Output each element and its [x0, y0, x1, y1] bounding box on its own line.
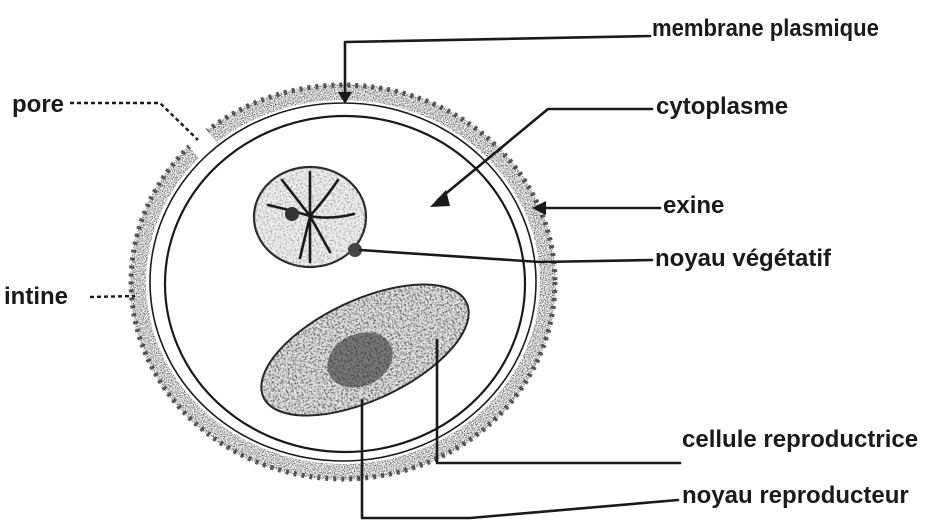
leader-lines	[70, 36, 680, 518]
label-cytoplasme: cytoplasme	[656, 93, 788, 120]
label-pore: pore	[12, 91, 64, 118]
label-cellule-reproductrice: cellule reproductrice	[682, 426, 918, 453]
reproductive-cell	[242, 257, 487, 442]
label-noyau-reproducteur: noyau reproducteur	[682, 482, 909, 509]
label-intine: intine	[4, 283, 68, 310]
vegetative-nucleus	[254, 167, 366, 267]
label-noyau-vegetatif: noyau végétatif	[655, 245, 832, 272]
label-membrane-plasmique: membrane plasmique	[652, 14, 879, 41]
label-exine: exine	[663, 192, 724, 219]
